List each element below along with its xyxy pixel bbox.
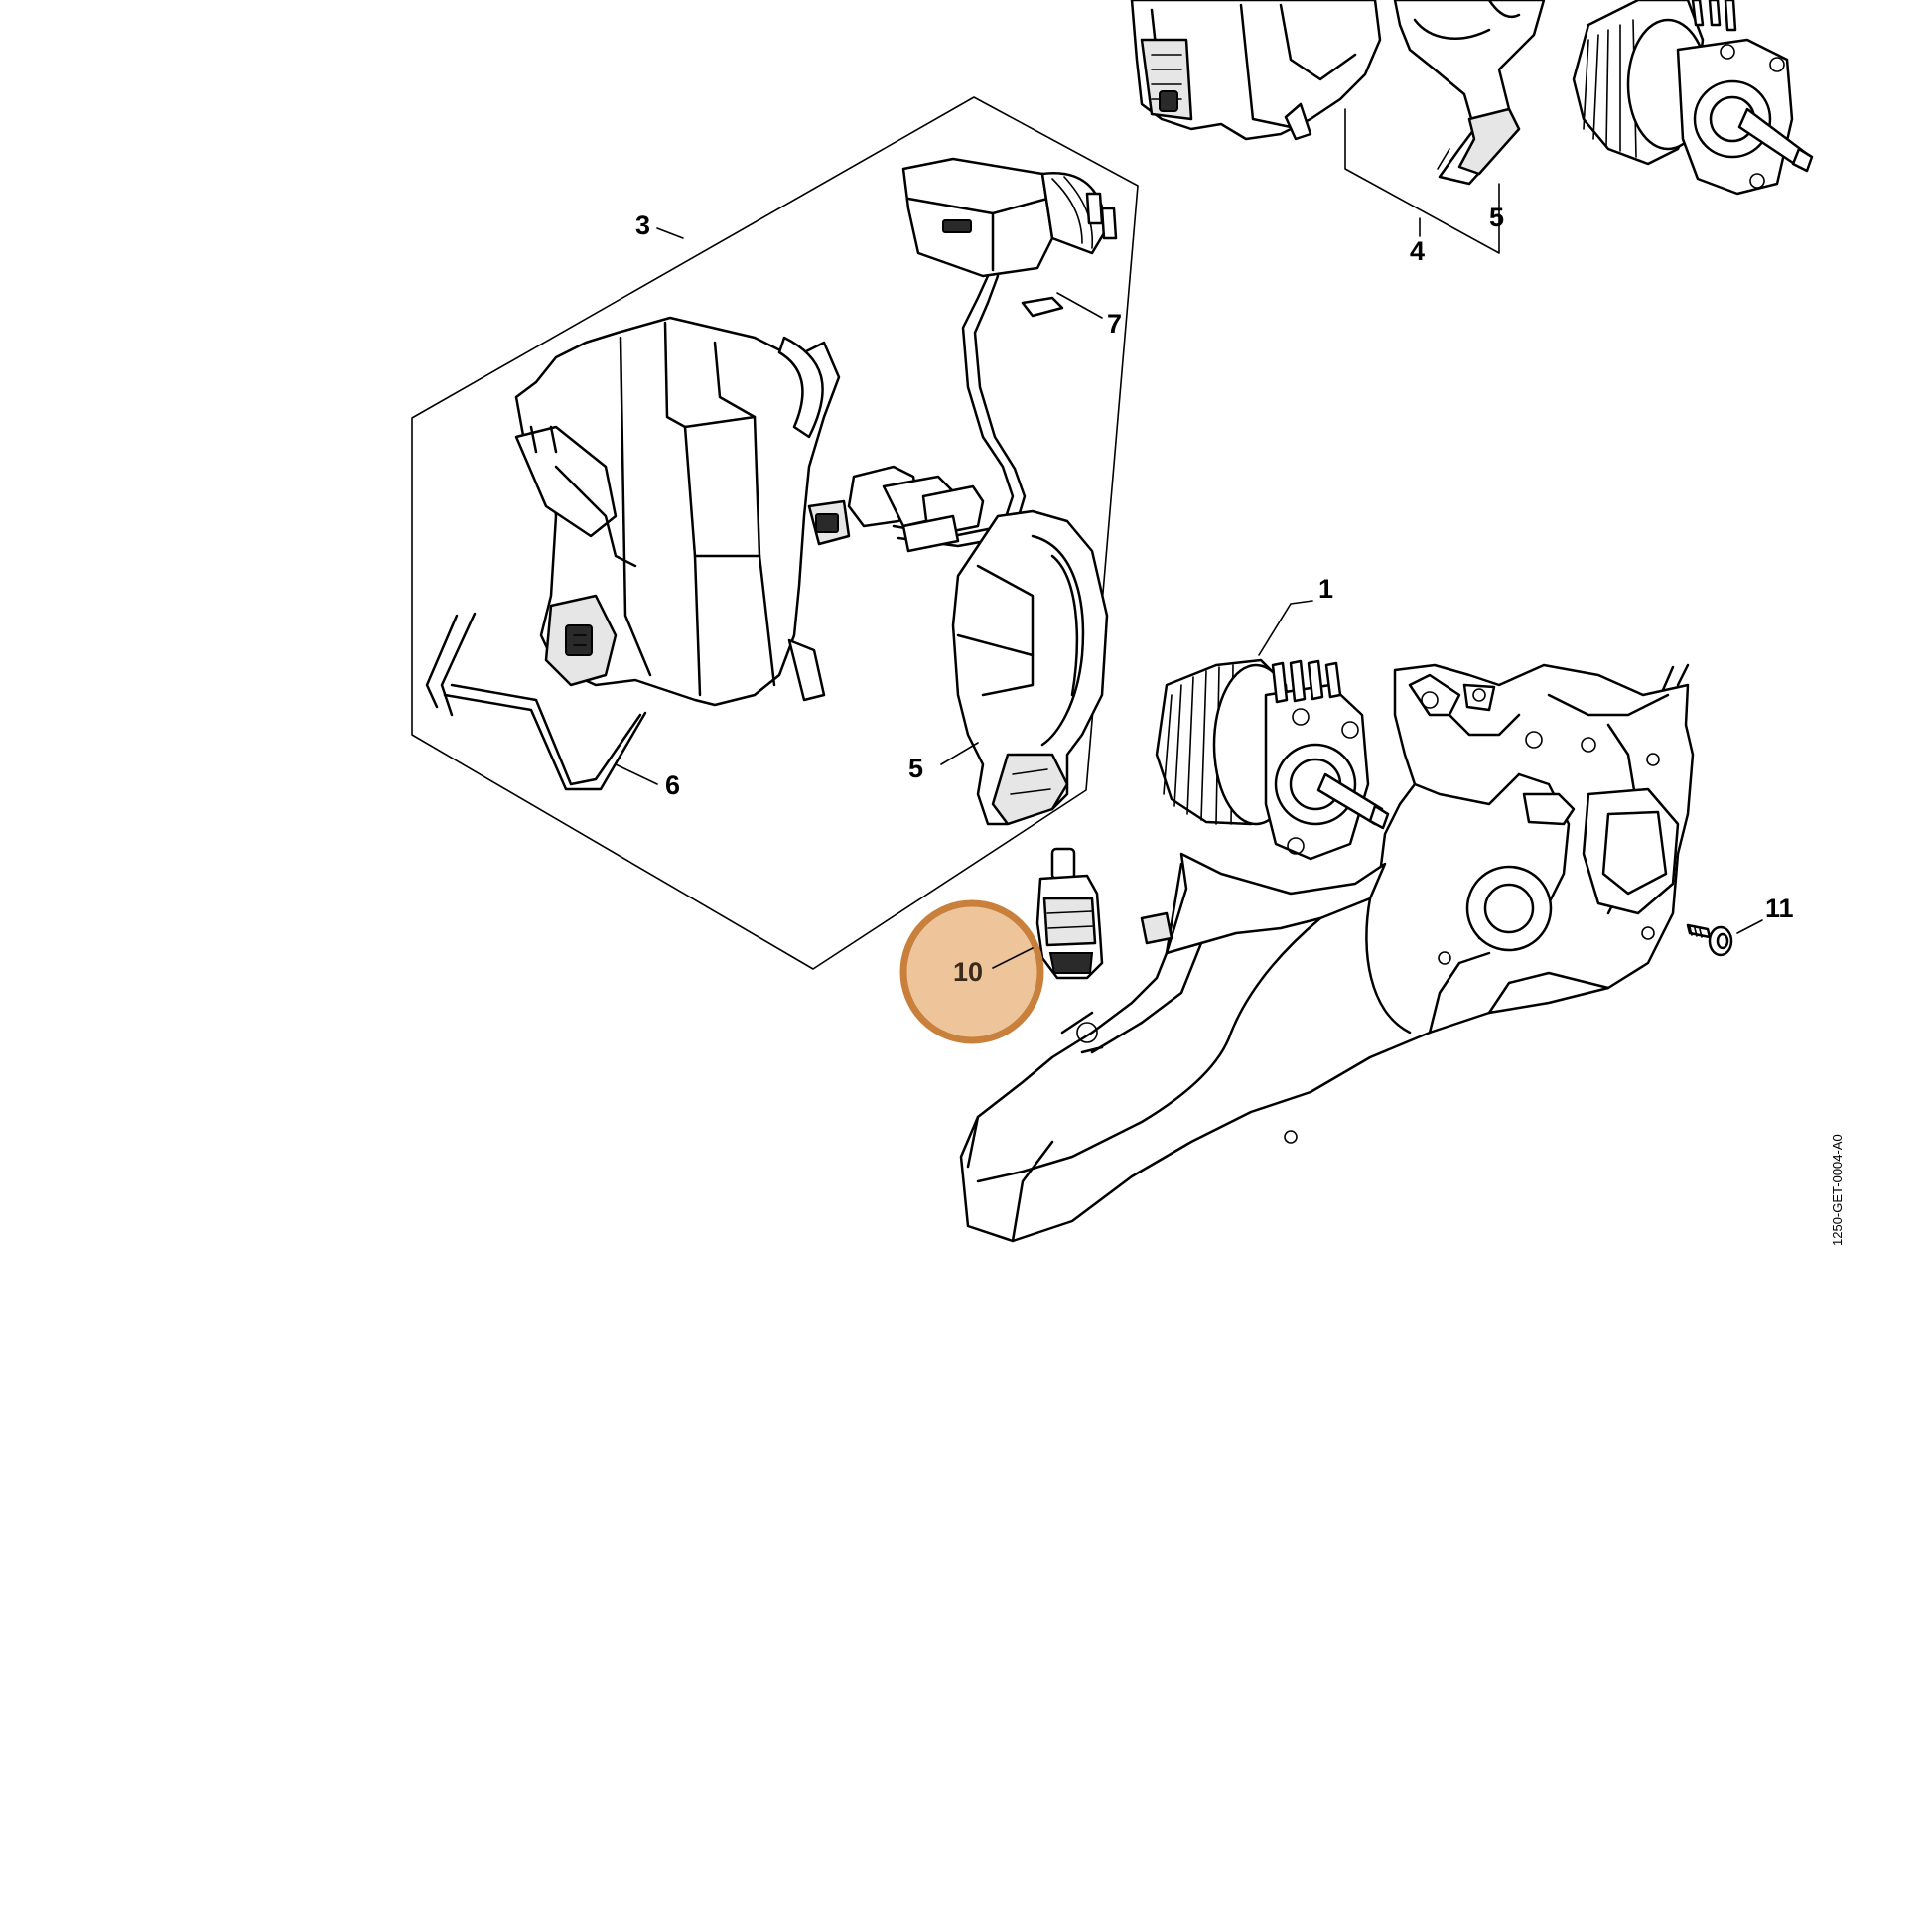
- main-housing-shell: [959, 663, 1695, 1243]
- callout-label-3: 3: [635, 210, 650, 240]
- callout-leader-5-kit: [940, 742, 979, 765]
- callout-leader-7: [1056, 292, 1103, 319]
- top-motor-unit: [1572, 0, 1814, 196]
- callout-label-6: 6: [665, 770, 680, 800]
- highlight-marker-part-10: [899, 899, 1044, 1044]
- kit-outline-part-3: [411, 96, 1139, 970]
- callout-leader-11: [1736, 919, 1763, 934]
- callout-label-1: 1: [1318, 574, 1333, 604]
- callout-leader-1: [1258, 600, 1313, 656]
- connector-cluster: [807, 465, 985, 553]
- callout-label-7: 7: [1107, 309, 1122, 339]
- callout-leader-3: [656, 227, 684, 239]
- motor-part-1: [1155, 658, 1390, 861]
- callout-leader-6: [615, 763, 658, 785]
- figure-code: 1250-GET-0004-A0: [1830, 1134, 1845, 1246]
- callout-label-5-top: 5: [1489, 203, 1504, 232]
- switch-part-10: [1035, 847, 1104, 980]
- fan-shroud-part-5: [951, 509, 1109, 826]
- callout-leader-10: [992, 947, 1034, 969]
- top-housing-part-4: [1130, 0, 1382, 141]
- callout-label-11: 11: [1765, 894, 1794, 923]
- callout-lines-4-5-top: [1344, 108, 1500, 254]
- callout-label-10: 10: [953, 957, 983, 987]
- callout-label-5-kit: 5: [908, 754, 923, 783]
- electronics-housing: [514, 316, 841, 707]
- screw-part-11: [1686, 923, 1733, 957]
- control-module-part-7: [892, 157, 1118, 548]
- top-fan-shroud-part-5: [1393, 0, 1546, 186]
- callout-label-4: 4: [1410, 236, 1425, 266]
